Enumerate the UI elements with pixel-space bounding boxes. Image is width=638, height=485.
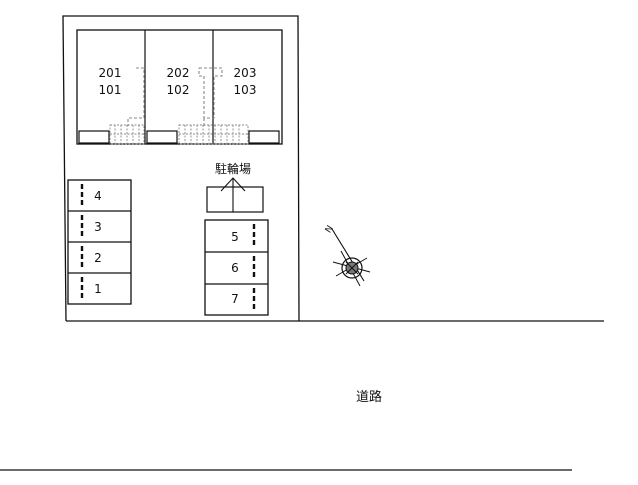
- unit-102-label: 102: [167, 83, 190, 97]
- parking-left: 4 3 2 1: [67, 179, 132, 305]
- bicycle-parking: 駐輪場: [206, 161, 264, 213]
- parking-right: 5 6 7: [204, 219, 269, 316]
- parking-right-outline: [204, 219, 269, 316]
- parking-space-5: 5: [231, 230, 239, 244]
- stair-hatching: [109, 124, 249, 145]
- porch-box: [146, 130, 178, 144]
- unit-103-label: 103: [234, 83, 257, 97]
- interior-stairs: [127, 67, 223, 126]
- parking-space-6: 6: [231, 261, 239, 275]
- porch-box: [78, 130, 110, 144]
- bicycle-parking-label: 駐輪場: [215, 161, 251, 176]
- apartment-building: 201 101 202 102 203 103: [76, 29, 283, 145]
- parking-space-4: 4: [94, 189, 102, 203]
- unit-203-label: 203: [234, 66, 257, 80]
- unit-202-label: 202: [167, 66, 190, 80]
- parking-space-1: 1: [94, 282, 102, 296]
- porch-box: [248, 130, 280, 144]
- unit-201-label: 201: [99, 66, 122, 80]
- parking-space-7: 7: [231, 292, 239, 306]
- road-label: 道路: [356, 389, 382, 405]
- building-outline: [76, 29, 283, 145]
- parking-space-3: 3: [94, 220, 102, 234]
- parking-space-2: 2: [94, 251, 102, 265]
- compass-icon: N: [324, 224, 371, 287]
- compass-north-label: N: [324, 224, 336, 235]
- bicycle-shelter: [206, 186, 264, 213]
- arrow-head: [220, 177, 246, 192]
- unit-101-label: 101: [99, 83, 122, 97]
- property-boundary: [62, 15, 300, 322]
